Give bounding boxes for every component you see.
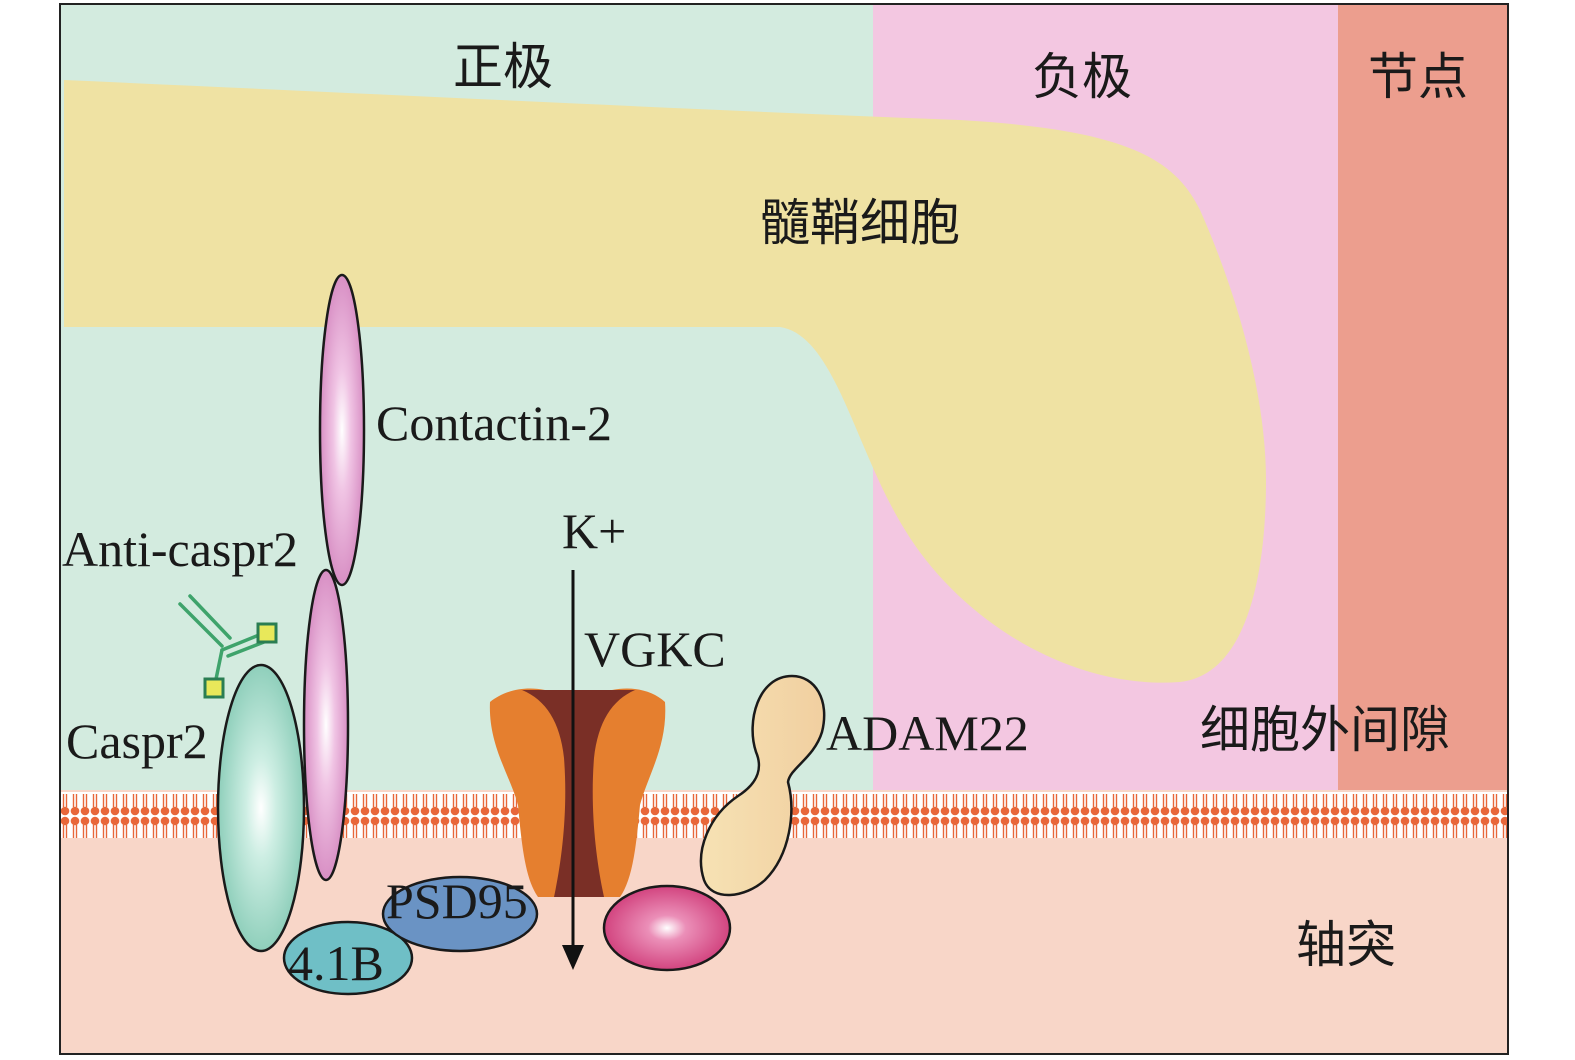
juxtaparanode-label: 负极 bbox=[1032, 48, 1132, 106]
paranode-label: 正极 bbox=[453, 38, 553, 96]
anti-caspr2-label: Anti-caspr2 bbox=[62, 521, 299, 577]
contactin2-label: Contactin-2 bbox=[376, 395, 613, 451]
k-ion-flow-arrowhead bbox=[562, 945, 584, 970]
binding-partner-protein bbox=[602, 884, 732, 972]
adam22-protein bbox=[699, 674, 826, 897]
antibody-tip-marker bbox=[256, 622, 278, 644]
myelin-cell-label: 髓鞘细胞 bbox=[760, 194, 960, 252]
caspr2-label: Caspr2 bbox=[66, 713, 208, 769]
diagram-frame bbox=[59, 3, 1509, 1055]
antibody-tip-marker bbox=[203, 677, 225, 699]
extracellular-space-label: 细胞外间隙 bbox=[1200, 701, 1450, 759]
vgkc-channel-pore bbox=[522, 690, 635, 897]
vgkc-label: VGKC bbox=[584, 621, 726, 677]
axon-label: 轴突 bbox=[1296, 916, 1396, 974]
psd95-protein bbox=[381, 875, 539, 953]
band41b-protein bbox=[282, 920, 414, 996]
node-label: 节点 bbox=[1368, 48, 1468, 106]
contactin2-upper-domain bbox=[318, 273, 366, 587]
k-ion-label: K+ bbox=[562, 503, 627, 559]
caspr2-protein bbox=[216, 663, 306, 953]
psd95-label: PSD95 bbox=[386, 873, 528, 929]
band41b-label: 4.1B bbox=[288, 935, 384, 991]
myelin-cell bbox=[64, 80, 1266, 683]
contactin2-lower-domain bbox=[302, 568, 350, 882]
node-region bbox=[1338, 4, 1508, 794]
adam22-label: ADAM22 bbox=[826, 705, 1029, 761]
